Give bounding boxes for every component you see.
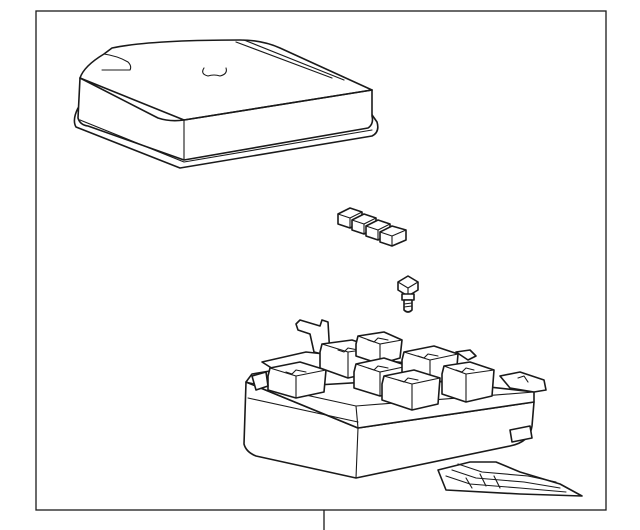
wire-harness (437, 461, 583, 497)
blade-fuse-set[interactable] (337, 207, 407, 247)
relay-1 (267, 361, 327, 399)
relay-3 (355, 331, 403, 365)
fuse-box-cover[interactable] (73, 39, 379, 169)
diagram-frame (35, 10, 607, 511)
fuse-4[interactable] (379, 225, 407, 247)
relay-7 (441, 361, 495, 403)
relay-junction-block[interactable] (243, 319, 583, 497)
relay-6 (381, 369, 441, 411)
mounting-bolt[interactable] (397, 275, 419, 313)
